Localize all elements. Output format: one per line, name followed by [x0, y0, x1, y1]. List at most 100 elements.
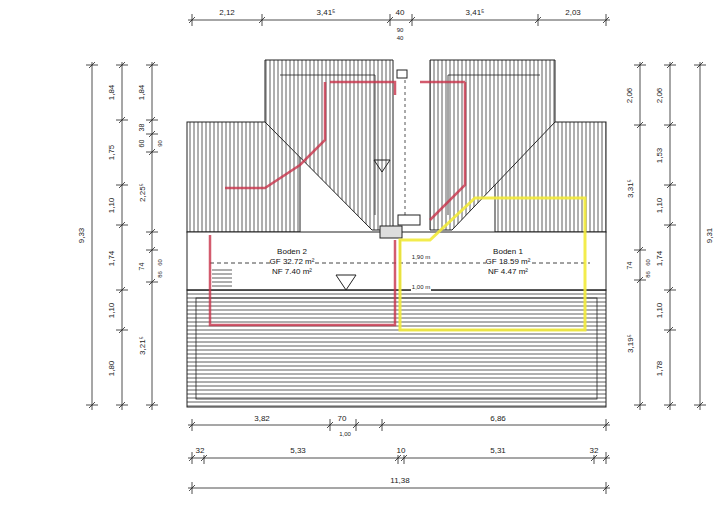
dimension-tick	[664, 225, 676, 226]
hatch	[398, 215, 420, 225]
dimension-label: 2,12	[218, 8, 236, 17]
dimension-tick	[116, 405, 128, 406]
room-label: Boden 1GF 18.59 m²NF 4.47 m²	[483, 245, 534, 279]
dimension-tick	[146, 282, 158, 283]
dimension-tick	[146, 405, 158, 406]
dimension-line	[152, 62, 153, 410]
dimension-label: 1,75	[107, 143, 116, 161]
dimension-label: 3,31⁵	[625, 178, 634, 199]
dimension-label: 1,53	[655, 146, 664, 164]
room-text: NF 7.40 m²	[270, 267, 315, 277]
dimension-tick	[606, 14, 607, 26]
dimension-label: 2,03	[564, 8, 582, 17]
dimension-line	[700, 62, 701, 410]
gable-ground	[265, 60, 393, 230]
dimension-tick	[694, 405, 706, 406]
dimension-label: 3,41⁵	[465, 8, 486, 17]
dimension-label: 1,84	[137, 83, 146, 101]
dimension-label: 60	[137, 138, 146, 148]
dimension-tick	[116, 225, 128, 226]
dimension-label: 1,80	[107, 359, 116, 377]
dimension-tick	[146, 152, 158, 153]
dimension-tick	[664, 405, 676, 406]
dimension-tick	[694, 65, 706, 66]
dimension-label: 3,41⁵	[316, 8, 337, 17]
dimension-tick	[116, 290, 128, 291]
dimension-label: 10	[396, 446, 407, 455]
dimension-label: 1,90 m	[411, 253, 431, 262]
dimension-tick	[634, 405, 646, 406]
dimension-tick	[116, 65, 128, 66]
dimension-label: 2,06	[655, 86, 664, 104]
roof-inner	[196, 298, 597, 399]
dimension-tick	[86, 405, 98, 406]
dimension-tick	[116, 120, 128, 121]
dimension-label: 1,00	[338, 430, 352, 439]
gable-inner	[448, 75, 540, 215]
dimension-tick	[146, 250, 158, 251]
red-marking	[330, 82, 395, 95]
skylight	[374, 160, 390, 172]
dimension-label: 11,38	[389, 476, 410, 485]
gable-ground	[430, 60, 555, 230]
dimension-tick	[664, 290, 676, 291]
dimension-tick	[192, 452, 193, 464]
room-label: Boden 2GF 32.72 m²NF 7.40 m²	[267, 245, 318, 279]
dimension-label: 74	[625, 260, 634, 270]
room-text: Boden 2	[270, 247, 315, 257]
dimension-label: 9,31	[705, 226, 714, 244]
dimension-label: 74	[137, 261, 146, 271]
dimension-tick	[390, 14, 391, 26]
dimension-label: 1,10	[655, 301, 664, 319]
dimension-label: 6,86	[489, 414, 507, 423]
dimension-label: 3,21⁵	[137, 335, 146, 356]
dimension-label: 5,33	[289, 446, 307, 455]
dimension-label: 60	[156, 258, 165, 267]
dimension-line	[188, 20, 610, 21]
dimension-tick	[664, 65, 676, 66]
dimension-tick	[634, 125, 646, 126]
dimension-tick	[606, 452, 607, 464]
ridge-line	[405, 80, 406, 225]
gable-inner	[280, 75, 375, 215]
room-text: GF 18.59 m²	[486, 257, 531, 267]
dimension-tick	[146, 65, 158, 66]
dimension-tick	[634, 65, 646, 66]
dimension-line	[122, 62, 123, 410]
attic-floor	[187, 232, 606, 290]
dimension-label: 1,74	[107, 249, 116, 267]
room-text: NF 4.47 m²	[486, 267, 531, 277]
dimension-tick	[664, 125, 676, 126]
dimension-label: 90	[156, 139, 165, 148]
dimension-tick	[634, 250, 646, 251]
dimension-tick	[382, 419, 383, 431]
dimension-label: 2,06	[625, 86, 634, 104]
dimension-line	[188, 425, 610, 426]
dimension-tick	[356, 419, 357, 431]
dimension-tick	[412, 14, 413, 26]
dimension-label: 1,84	[107, 83, 116, 101]
dimension-tick	[146, 120, 158, 121]
dimension-label: 3,19⁵	[625, 333, 634, 354]
dimension-label: 1,78	[655, 359, 664, 377]
chimney	[380, 226, 402, 238]
dimension-label: 40	[395, 8, 406, 17]
dimension-tick	[146, 232, 158, 233]
dimension-tick	[192, 419, 193, 431]
stair	[212, 270, 232, 286]
dimension-label: 5,31	[489, 446, 507, 455]
dimension-label: 1,10	[107, 196, 116, 214]
room-text: GF 32.72 m²	[270, 257, 315, 267]
dimension-label: 86	[156, 270, 165, 279]
dimension-tick	[192, 482, 193, 494]
dimension-label: 1,10	[107, 301, 116, 319]
dimension-label: 3,82	[253, 414, 271, 423]
yellow-marking	[400, 198, 585, 330]
dimension-line	[188, 488, 610, 489]
dimension-line	[670, 62, 671, 410]
red-marking	[210, 82, 465, 325]
skylight	[336, 275, 356, 290]
dimension-lines	[86, 14, 706, 494]
dimension-label: 1,10	[655, 196, 664, 214]
